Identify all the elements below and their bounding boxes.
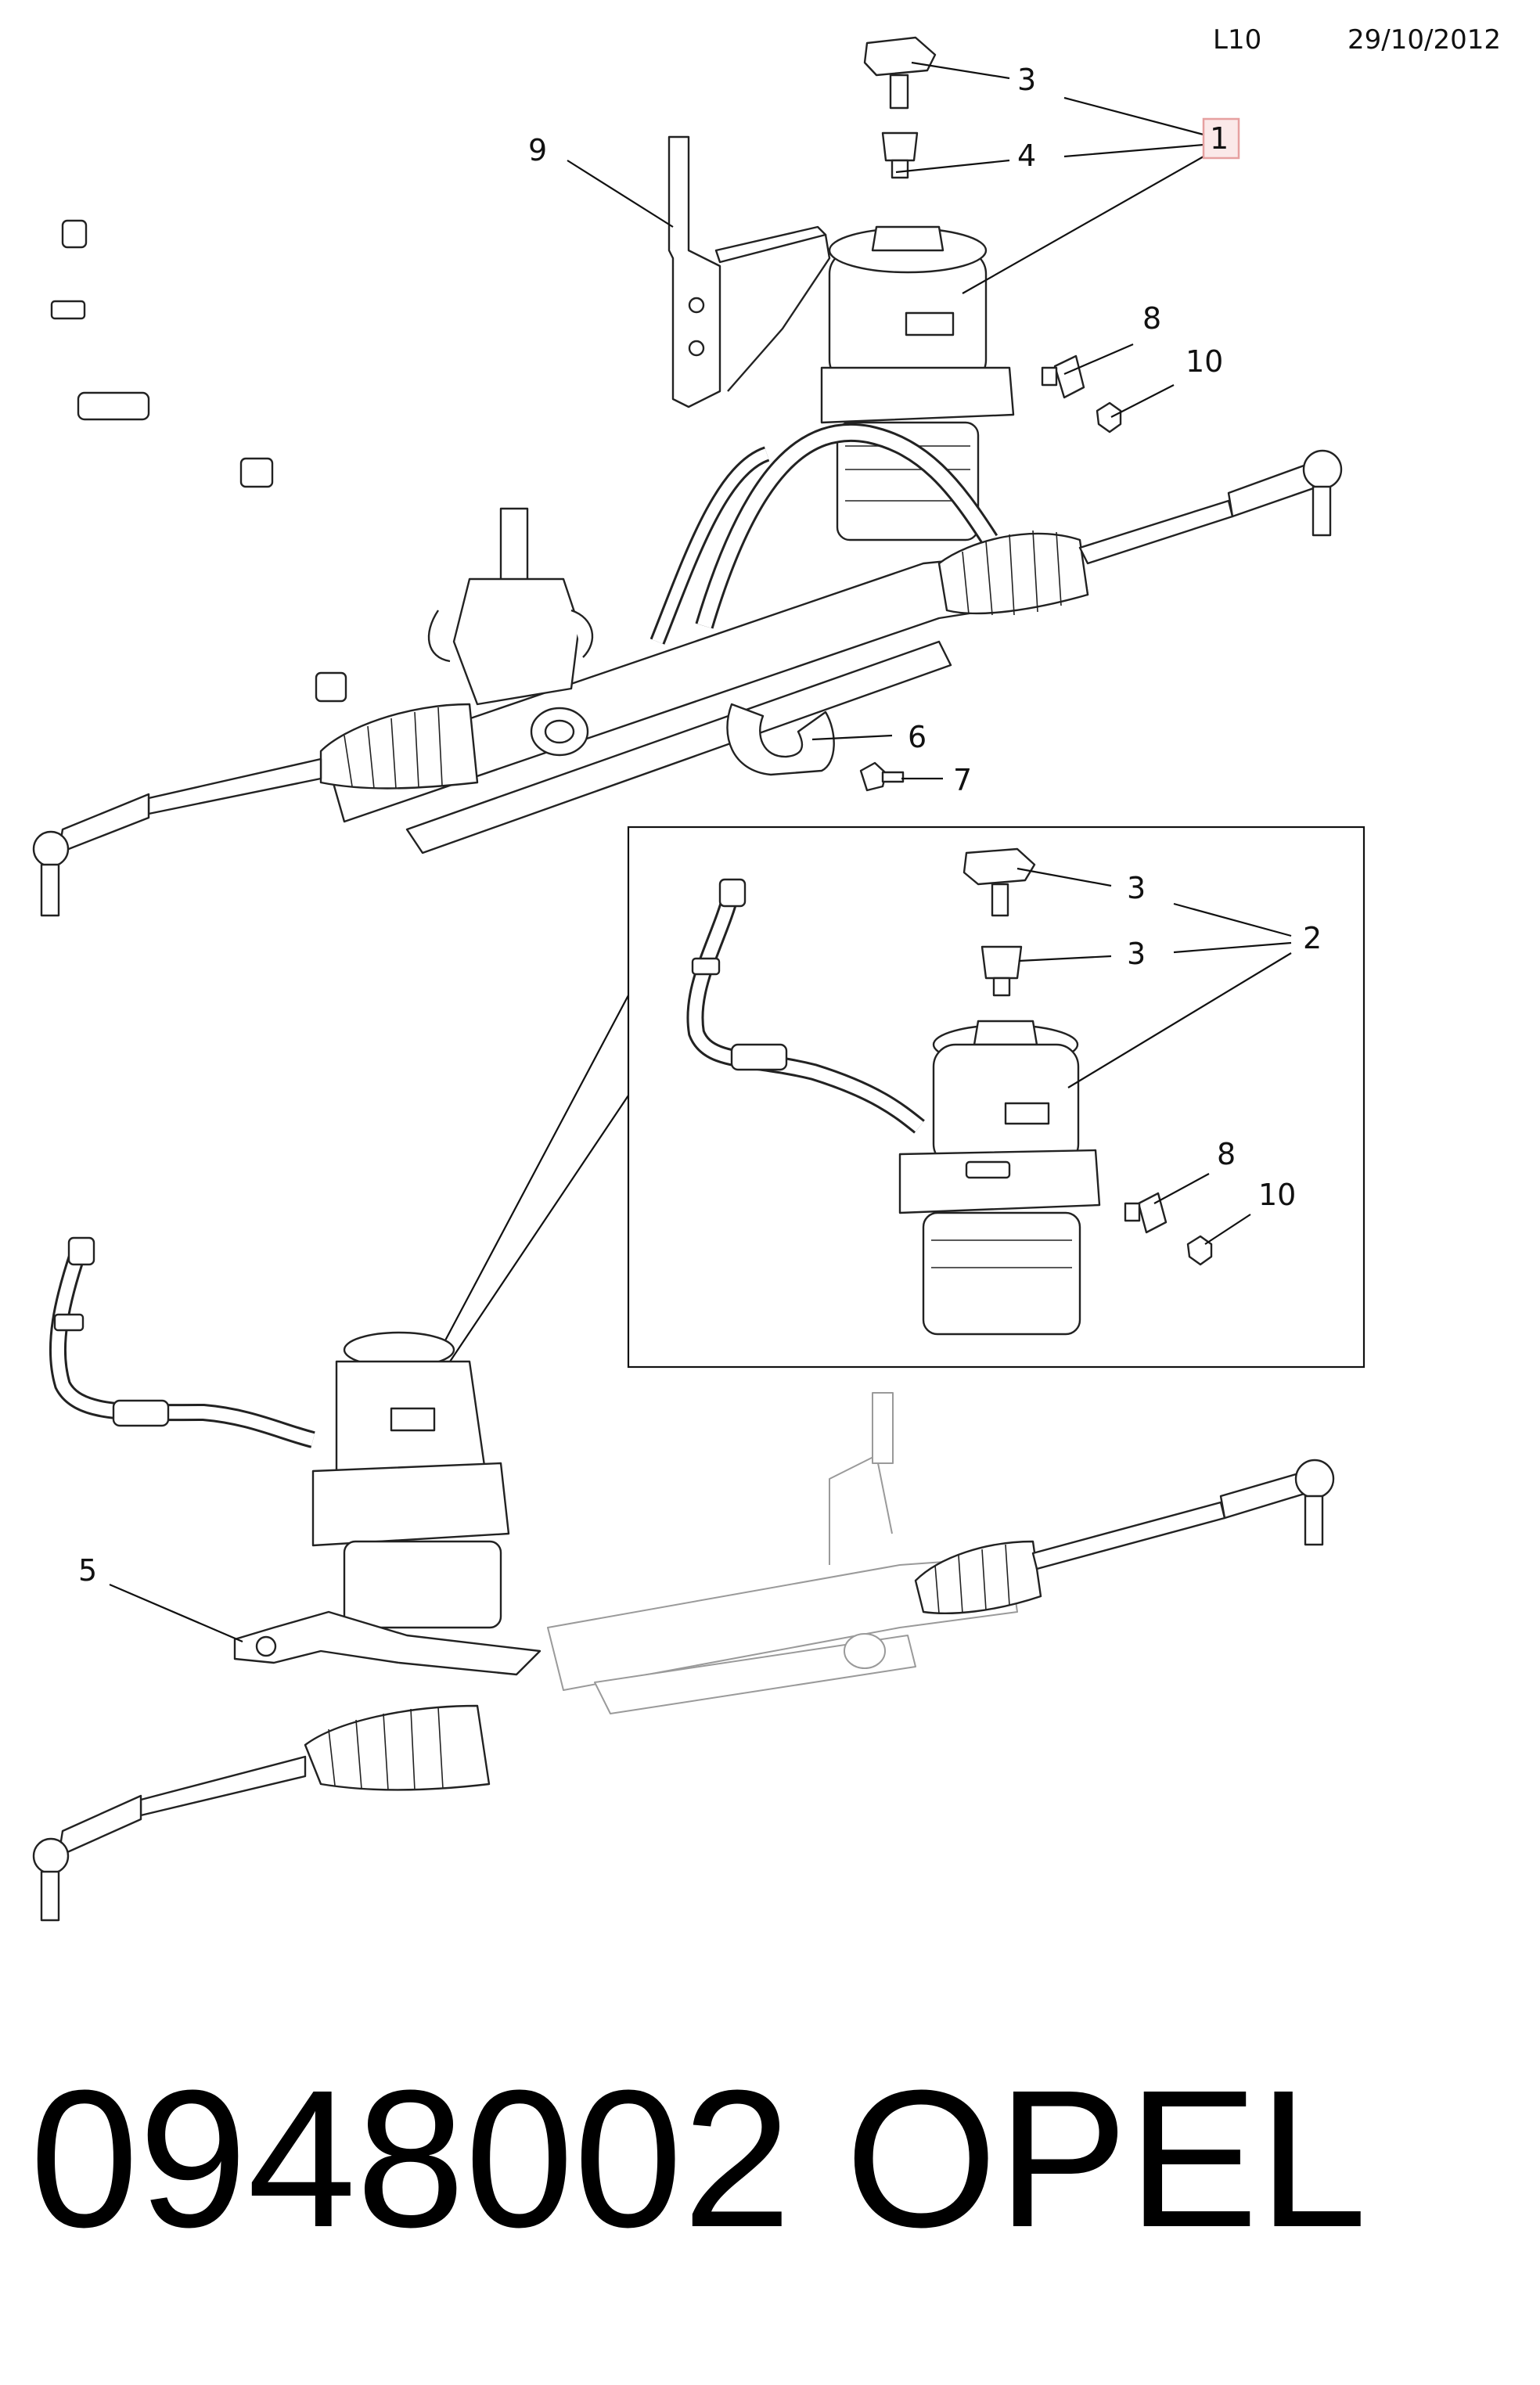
callout-10[interactable]: 10	[1186, 344, 1223, 379]
inset-assembly	[686, 847, 1213, 1336]
brand-name: OPEL	[845, 2049, 1367, 2268]
callout-labels: 1 3 4 9 8 10 6 7 3 3 2 8 10 5	[78, 63, 1322, 1588]
callout-inset-3-strainer[interactable]: 3	[1127, 937, 1146, 971]
diagram-code: L10	[1213, 24, 1261, 56]
bottom-assembly	[32, 1236, 1335, 1922]
callout-8[interactable]: 8	[1142, 301, 1161, 336]
callout-inset-3-cap[interactable]: 3	[1127, 871, 1146, 905]
callout-inset-8[interactable]: 8	[1217, 1137, 1236, 1171]
diagram-date: 29/10/2012	[1348, 24, 1501, 56]
part-number: 0948002	[30, 2049, 791, 2268]
callout-1[interactable]: 1	[1210, 121, 1229, 156]
callout-3[interactable]: 3	[1017, 63, 1036, 97]
top-assembly	[32, 36, 1343, 917]
callout-inset-10[interactable]: 10	[1258, 1178, 1296, 1212]
callout-6[interactable]: 6	[908, 720, 927, 754]
callout-4[interactable]: 4	[1017, 138, 1036, 173]
callout-9[interactable]: 9	[528, 133, 547, 167]
leader-lines	[109, 61, 1292, 1643]
callout-5[interactable]: 5	[78, 1553, 97, 1588]
callout-2[interactable]: 2	[1303, 921, 1322, 955]
callout-7[interactable]: 7	[953, 763, 972, 797]
inset-frame	[627, 826, 1365, 1369]
callout-1-highlight	[1202, 117, 1240, 160]
